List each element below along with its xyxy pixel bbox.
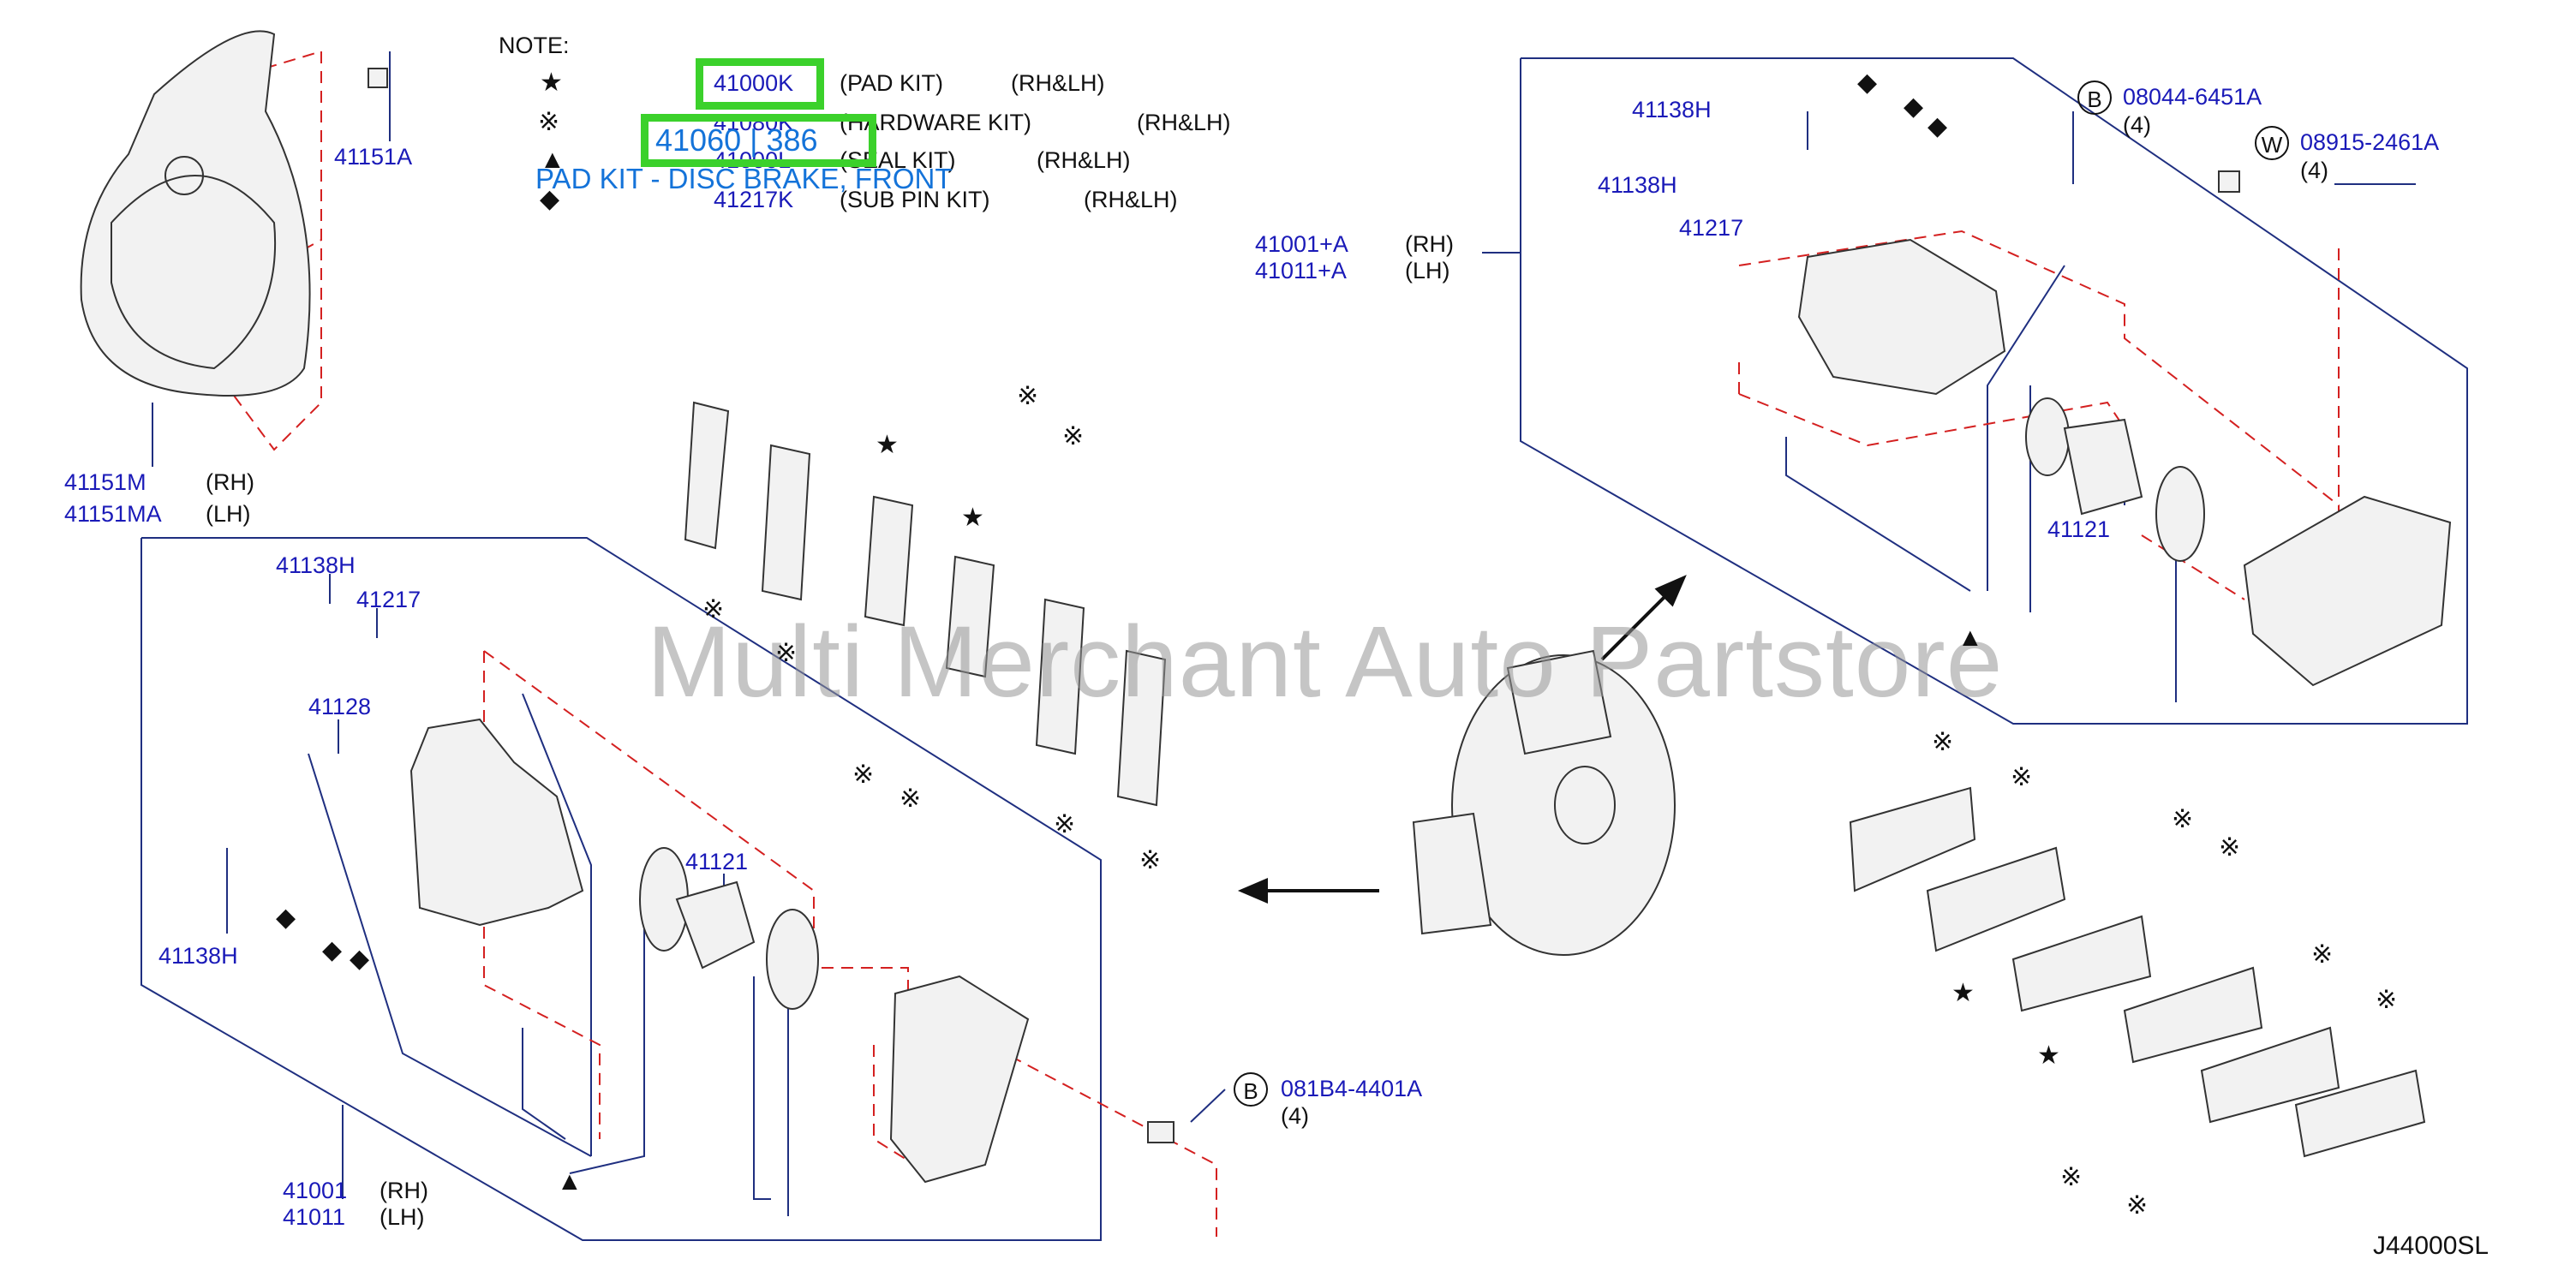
kit-symbol: ★ (876, 431, 899, 459)
kit-symbol: ◆ (276, 904, 296, 932)
highlight-box-part-number[interactable] (641, 114, 876, 167)
note-side: (RH&LH) (1037, 147, 1131, 173)
kit-symbol: ▲ (1957, 624, 1983, 652)
part-label[interactable]: 41138H (1632, 97, 1712, 122)
part-side: (RH) (1405, 231, 1454, 257)
part-label[interactable]: 41217 (356, 587, 421, 612)
note-title: NOTE: (499, 33, 570, 58)
note-symbol: ▲ (540, 146, 565, 174)
kit-symbol: ※ (2311, 940, 2334, 969)
part-side: (RH) (206, 469, 254, 495)
kit-symbol: ※ (900, 785, 922, 813)
kit-symbol: ※ (1139, 846, 1162, 874)
note-desc: (SUB PIN KIT) (840, 187, 990, 212)
part-qty: (4) (1281, 1103, 1309, 1129)
note-symbol: ◆ (540, 185, 560, 213)
note-code[interactable]: 41000K (714, 70, 794, 96)
part-label[interactable]: 41011 (283, 1204, 346, 1230)
kit-symbol: ◆ (350, 945, 370, 973)
kit-symbol: ※ (1932, 728, 1954, 756)
highlight-box-pad-kit[interactable] (696, 58, 824, 110)
kit-symbol: ※ (775, 639, 798, 667)
note-symbol: ★ (540, 69, 563, 97)
part-label[interactable]: 081B4-4401A (1281, 1076, 1423, 1101)
kit-symbol: ※ (1017, 382, 1039, 410)
kit-symbol: ▲ (557, 1167, 583, 1196)
kit-symbol: ※ (702, 595, 725, 624)
kit-symbol: ※ (1054, 810, 1076, 838)
kit-symbol: ※ (2219, 833, 2241, 862)
kit-symbol: ◆ (1928, 112, 1948, 140)
part-label[interactable]: 41128 (308, 694, 372, 719)
note-code[interactable]: 41217K (714, 187, 794, 212)
note-side: (RH&LH) (1084, 187, 1178, 212)
note-symbol: ※ (538, 108, 560, 136)
note-side: (RH&LH) (1137, 110, 1231, 135)
part-label[interactable]: 41121 (685, 849, 749, 874)
part-side: (LH) (206, 501, 251, 527)
part-label[interactable]: 08915-2461A (2300, 129, 2440, 155)
note-desc: (PAD KIT) (840, 70, 943, 96)
kit-symbol: ※ (2126, 1191, 2149, 1220)
kit-symbol: ※ (2011, 763, 2033, 791)
part-side: (LH) (380, 1204, 425, 1230)
kit-symbol: ※ (2172, 805, 2194, 833)
part-label[interactable]: 41151A (334, 144, 413, 170)
part-label[interactable]: 41001+A (1255, 231, 1348, 257)
part-label[interactable]: 41138H (1598, 172, 1677, 198)
part-label[interactable]: 41151MA (64, 501, 162, 527)
highlight-caption: PAD KIT - DISC BRAKE, FRONT (535, 163, 953, 194)
kit-symbol: ★ (1951, 979, 1975, 1007)
kit-symbol: ◆ (1904, 92, 1924, 121)
kit-symbol: ◆ (1857, 69, 1878, 97)
part-label[interactable]: 41121 (2047, 516, 2111, 542)
part-label[interactable]: 41151M (64, 469, 146, 495)
note-side: (RH&LH) (1011, 70, 1105, 96)
part-label[interactable]: 41138H (158, 943, 238, 969)
part-label[interactable]: 41011+A (1255, 258, 1347, 283)
part-side: (LH) (1405, 258, 1450, 283)
part-label[interactable]: 41217 (1679, 215, 1744, 241)
kit-symbol: ※ (2060, 1163, 2083, 1191)
washer-type-w-badge: W (2255, 126, 2289, 160)
kit-symbol: ※ (2376, 986, 2398, 1014)
part-label[interactable]: 41138H (276, 552, 356, 578)
bolt-type-b-badge: B (2077, 81, 2112, 115)
kit-symbol: ※ (852, 761, 875, 789)
watermark: Multi Merchant Auto Partstore (647, 606, 2004, 719)
part-qty: (4) (2123, 112, 2151, 138)
part-side: (RH) (380, 1178, 428, 1203)
highlight-part-number[interactable]: 41060 | 386 (655, 122, 818, 158)
diagram-id: J44000SL (2373, 1232, 2489, 1260)
bolt-type-b-badge: B (1234, 1072, 1268, 1107)
kit-symbol: ★ (2037, 1041, 2060, 1070)
part-label[interactable]: 08044-6451A (2123, 84, 2262, 110)
kit-symbol: ★ (961, 504, 984, 532)
kit-symbol: ◆ (322, 936, 343, 964)
kit-symbol: ※ (1062, 422, 1085, 451)
part-qty: (4) (2300, 158, 2328, 183)
part-label[interactable]: 41001 (283, 1178, 348, 1203)
